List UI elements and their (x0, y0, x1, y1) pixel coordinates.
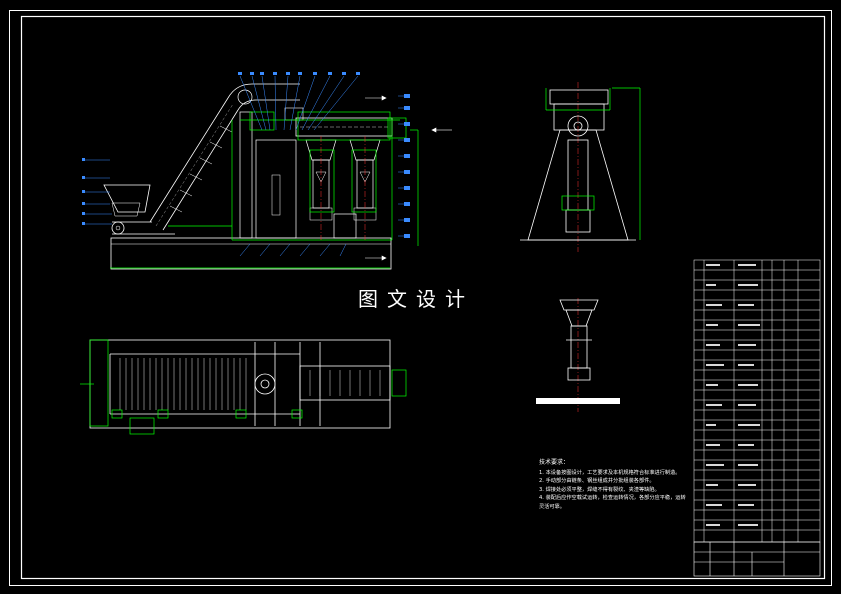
main-elevation-view (103, 83, 393, 270)
section-marker-a (365, 95, 452, 261)
plan-view (89, 339, 391, 429)
technical-notes: 技术要求： 1. 本设备按图设计，工艺要求及本机规格符合标准进行制造。 2. 手… (539, 459, 689, 512)
plan-view-conveyor-ribs (119, 358, 381, 410)
part-leader-lines (84, 75, 404, 257)
parts-list-table (693, 259, 821, 543)
detail-view (559, 299, 599, 381)
technical-note-3: 3. 焊接处必须平整，焊缝不得有裂纹、夹渣等缺陷。 (539, 486, 660, 493)
parts-list-entries (706, 264, 760, 526)
outer-frame (9, 10, 832, 586)
technical-note-1: 1. 本设备按图设计，工艺要求及本机规格符合标准进行制造。 (539, 469, 681, 476)
technical-notes-title: 技术要求： (539, 459, 570, 466)
technical-note-2: 2. 手动部分由链条、钢丝组成并分批组装各部件。 (539, 478, 655, 485)
centerlines (320, 82, 579, 412)
main-view-outline (110, 111, 419, 269)
side-view-outline (545, 87, 641, 240)
side-view (520, 89, 636, 241)
part-number-balloons (82, 72, 410, 238)
inner-frame (20, 15, 826, 580)
plan-view-outline (80, 339, 407, 435)
watermark-text: 图文设计 (358, 287, 474, 311)
technical-note-4: 4. 装配后应作空载试运转，检查运转情况，各部分应平稳，运转灵活可靠。 (539, 495, 686, 510)
title-block (693, 541, 821, 577)
detail-base-plate (536, 398, 620, 404)
